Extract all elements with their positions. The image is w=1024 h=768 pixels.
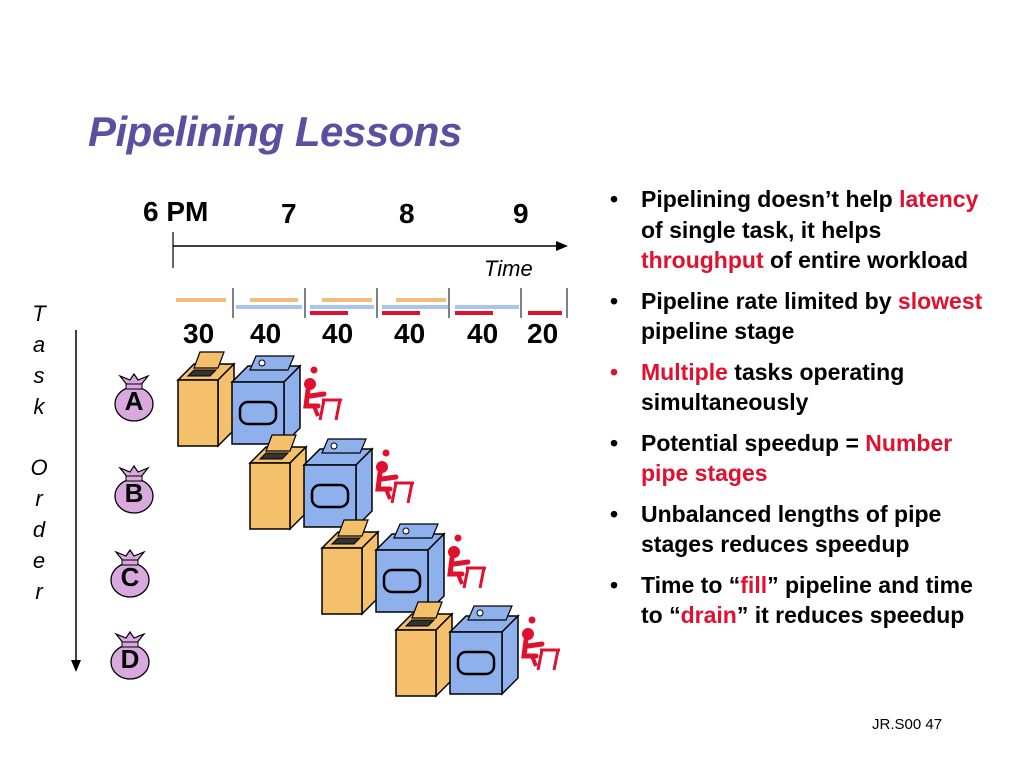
task-order-arrowhead [71,660,81,672]
bullet-text: Pipeline rate limited by [641,287,898,314]
duration-label: 40 [467,318,499,349]
dry-bar [236,305,302,309]
washer-icon [395,601,453,697]
bullet-dot: • [610,186,619,212]
bullet-text: Unbalanced lengths of pipe stages reduce… [641,500,942,558]
bullet-text: of single task, it helps [641,216,882,243]
folding-person-icon [448,535,486,589]
time-axis-caption: Time [484,256,533,281]
duration-label: 40 [394,318,426,349]
dryer-icon [374,522,446,614]
slide-footer: JR.S00 47 [872,716,943,733]
folding-person-icon [376,450,414,504]
time-label-7: 7 [281,198,297,229]
time-label-6pm: 6 PM [143,196,209,227]
fold-bar [455,311,493,315]
bullet-emphasis: latency [899,186,979,212]
bullet-text: Potential speedup = [641,429,866,456]
duration-label: 40 [250,318,282,349]
lessons-bullet-list: • Pipelining doesn’t help latency of sing… [604,184,996,641]
axis-letter: a [32,332,46,357]
wash-bar [176,298,226,302]
stage-bars [176,288,568,318]
duration-label: 30 [183,318,215,349]
dryer-icon [302,437,374,529]
bullet-item: • Pipeline rate limited by slowest pipeli… [604,286,996,347]
axis-letter: r [35,579,43,604]
bullet-dot: • [610,500,619,527]
bullet-text: Time to “ [641,571,741,598]
bullet-emphasis: throughput [641,247,764,273]
wash-bar [322,298,372,302]
bullet-dot: • [610,429,619,456]
bullet-text: ” pipeline and time to “ [641,571,973,629]
bullet-item: • Potential speedup = Number pipe stages [604,428,996,489]
bullet-item: • Time to “fill” pipeline and time to “dr… [604,570,996,631]
axis-letter: d [32,517,46,542]
time-label-9: 9 [513,198,529,229]
washer-icon [177,351,235,447]
bullet-text: Pipelining doesn’t help [641,186,900,212]
fold-bar [528,311,562,315]
axis-letter: r [35,486,43,511]
axis-letter: T [32,301,46,326]
time-axis-arrowhead [556,241,568,251]
bullet-item: • Unbalanced lengths of pipe stages reduc… [604,499,996,560]
axis-letter: k [33,394,45,419]
wash-bar [250,298,298,302]
task-label-d: D [120,644,140,674]
fold-bar [382,311,420,315]
washer-icon [321,519,379,615]
task-label-a: A [124,386,144,416]
duration-label: 20 [527,318,559,349]
bullet-emphasis: drain [680,602,737,628]
bullet-emphasis: Number pipe stages [641,429,953,487]
bullet-emphasis: slowest [897,287,983,314]
axis-letter: O [30,455,48,480]
dry-bar [382,305,448,309]
page-title: Pipelining Lessons [88,108,462,155]
bullet-text: of entire workload [763,247,969,273]
wash-bar [396,298,446,302]
time-label-8: 8 [399,198,415,229]
bullet-emphasis: fill [740,571,768,598]
bullet-item: • Pipelining doesn’t help latency of sing… [604,184,996,276]
bullet-item: • Multiple tasks operating simultaneously [604,357,996,418]
axis-letter: e [32,548,46,573]
folding-person-icon [522,617,560,671]
axis-letter: s [33,363,45,388]
task-label-b: B [124,478,144,508]
bullet-text: ” it reduces speedup [736,602,965,628]
dryer-icon [448,604,520,696]
dry-bar [310,305,374,309]
bullet-text: tasks operating simultaneously [641,358,905,416]
bullet-dot: • [610,571,619,598]
task-label-c: C [120,562,140,592]
bullet-dot: • [610,358,619,385]
bullet-emphasis: Multiple [641,358,728,385]
dryer-icon [230,354,302,446]
fold-bar [310,311,348,315]
bullet-dot: • [610,287,619,314]
folding-person-icon [304,367,342,421]
bullet-text: pipeline stage [641,318,795,344]
washer-icon [249,434,307,530]
dry-bar [455,305,519,309]
duration-label: 40 [322,318,354,349]
